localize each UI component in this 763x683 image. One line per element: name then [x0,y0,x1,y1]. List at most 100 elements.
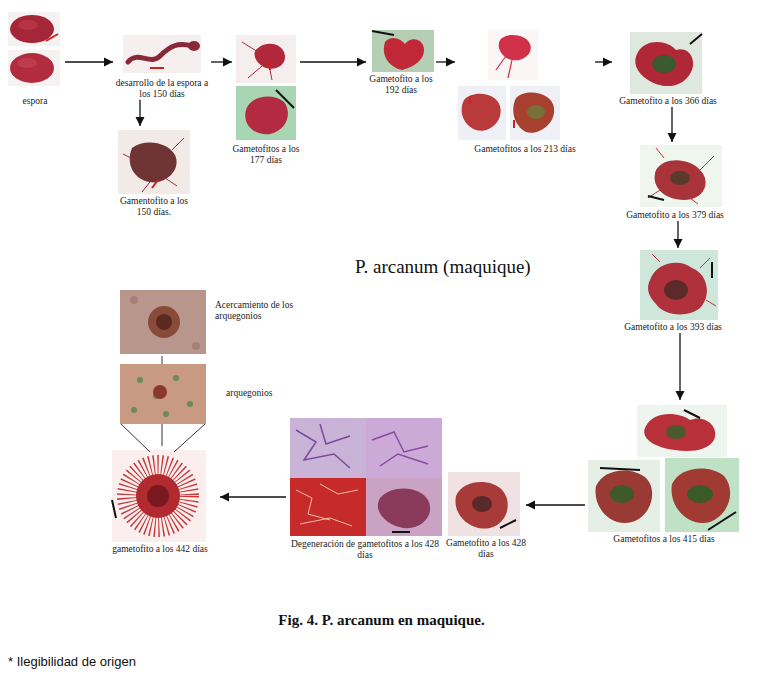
degeneration-photo [366,478,442,536]
zoom-lines [174,424,205,452]
gametophyte-photo [648,263,707,315]
stage-arrow [220,496,286,497]
archegonia-closeup-photo [130,296,138,304]
stage-photo: desarrollo de la espora a los 150 días [113,32,211,100]
gametophyte-photo [458,30,560,140]
stage-photo: gametofito a los 442 días [100,446,220,555]
archegonia-closeup-photo [120,290,206,354]
gametophyte-photo [496,56,512,78]
gametophyte-photo [448,472,520,536]
gametophyte-photo [499,35,531,60]
spore-photo [8,12,60,86]
archegonia-photo [131,407,137,413]
stage-photo: Gametofito a los 192 días [366,28,436,96]
stage-caption: Gametofito a los 393 días [618,322,728,333]
gametophyte-photo [630,32,702,94]
stage-arrow [526,504,585,505]
degeneration-photo [296,424,350,468]
stage-arrow [211,61,232,62]
stage-caption: Acercamiento de los arquegonios [215,300,295,322]
gametophyte-photo [269,62,271,70]
spore-photo [46,34,58,41]
spore-photo [17,58,37,68]
gametophyte-photo [711,262,713,278]
gametophyte-photo [610,485,634,503]
gametophyte-photo [670,171,690,185]
gametophyte-photo [136,474,180,518]
gametophyte-photo [640,145,722,207]
stage-caption: Gametofito a los 192 días [366,74,436,96]
gametophyte-photo [665,458,739,532]
archegonia-closeup-photo [120,290,206,354]
gametophyte-photo [640,250,718,320]
archegonia-closeup-photo [156,314,172,330]
stage-arrow [671,107,672,142]
gametophyte-photo [648,196,664,200]
gametophyte-photo [123,138,184,192]
gametophyte-photo [462,94,501,131]
stage-arrow [139,100,140,126]
gametophyte-photo [236,35,296,83]
figure-label: P. arcanum (maquique) [355,256,531,278]
gametophyte-photo [648,148,714,204]
gametophyte-photo [448,472,520,536]
gametophyte-photo [372,30,434,72]
stage-caption: Gametofitos a los 415 días [585,534,743,545]
gametophyte-photo [130,142,177,182]
gametophyte-photo [372,31,394,35]
zoom-lines [121,424,150,452]
spore-photo [10,53,54,83]
stage-caption: Gametofitos a los 213 días [455,144,595,155]
archegonia-photo [153,385,167,399]
gametophyte-photo [510,86,560,140]
spore-photo [10,15,54,43]
gametophyte-photo [488,30,538,80]
gametophyte-photo [630,32,702,94]
spore-photo [8,12,60,46]
zoom-lines [121,424,205,452]
gametophyte-photo [128,466,188,526]
degeneration-photo [366,418,442,478]
gametophyte-photo [513,93,554,133]
stage-photo: Gametofitos a los 177 días [232,32,300,166]
spore-photo [8,50,60,86]
gametophyte-photo [640,250,718,320]
archegonia-photo [173,375,179,381]
gametophyte-photo [684,410,700,418]
gametophyte-photo [118,130,190,194]
gametophyte-photo [527,105,545,119]
stage-photo: Gametofitos a los 415 días [585,400,743,545]
stage-caption: Gametofito a los 428 días [446,538,526,560]
gametophyte-photo [513,120,515,128]
archegonia-photo [187,401,193,407]
gametophyte-photo [635,42,693,86]
germinating-spore-photo [123,35,201,73]
gametophyte-photo [469,96,471,104]
stage-photo: espora [5,8,65,107]
degeneration-photo [290,418,366,478]
gametophyte-photo [600,468,640,470]
stage-photo: Acercamiento de los arquegonios [120,288,295,356]
stage-caption: Degeneración de gametofitos a los 428 dí… [286,539,444,561]
stage-photo: Gametofitos a los 213 días [455,28,595,155]
stage-caption: espora [5,96,65,107]
archegonia-photo [120,364,206,424]
stage-caption: Gametofito a los 379 días [620,210,730,221]
stage-caption: desarrollo de la espora a los 150 días [113,78,211,100]
stage-caption: gametofito a los 442 días [100,544,220,555]
gametophyte-photo [112,450,206,542]
stage-photo: Degeneración de gametofitos a los 428 dí… [286,415,444,561]
archegonia-photo [137,377,143,383]
gametophyte-photo [118,130,190,194]
zoom-line [162,424,163,446]
degeneration-photo [290,478,366,536]
figure-caption: Fig. 4. P. arcanum en maquique. [0,612,763,629]
germinating-spore-photo [123,35,201,73]
stage-photo: Gametofito a los 393 días [618,248,728,333]
degeneration-photo [378,488,430,528]
stage-caption: arquegonios [226,388,285,399]
archegonia-photo [163,411,169,417]
gametophyte-photo [652,254,716,306]
gametophyte-photo [112,500,116,518]
